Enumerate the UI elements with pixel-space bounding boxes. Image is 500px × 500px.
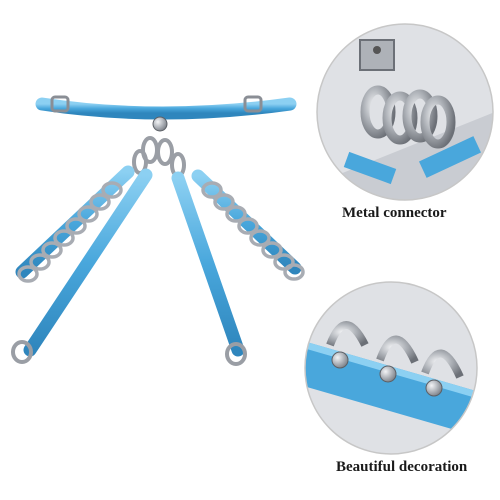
right-buckle [243, 95, 263, 113]
end-rings [11, 340, 247, 366]
center-ring [152, 116, 168, 132]
left-ring-chain [17, 181, 123, 283]
beautiful-decoration-caption: Beautiful decoration [336, 459, 468, 475]
center-clasps [132, 136, 186, 178]
left-buckle [50, 95, 70, 113]
right-ring-chain [201, 181, 305, 281]
leg-straps [15, 165, 302, 357]
connector-detail-photo [316, 23, 494, 201]
metal-connector-caption: Metal connector [342, 205, 447, 221]
waist-belt [35, 95, 297, 132]
ring-decoration-detail-photo [304, 281, 478, 455]
